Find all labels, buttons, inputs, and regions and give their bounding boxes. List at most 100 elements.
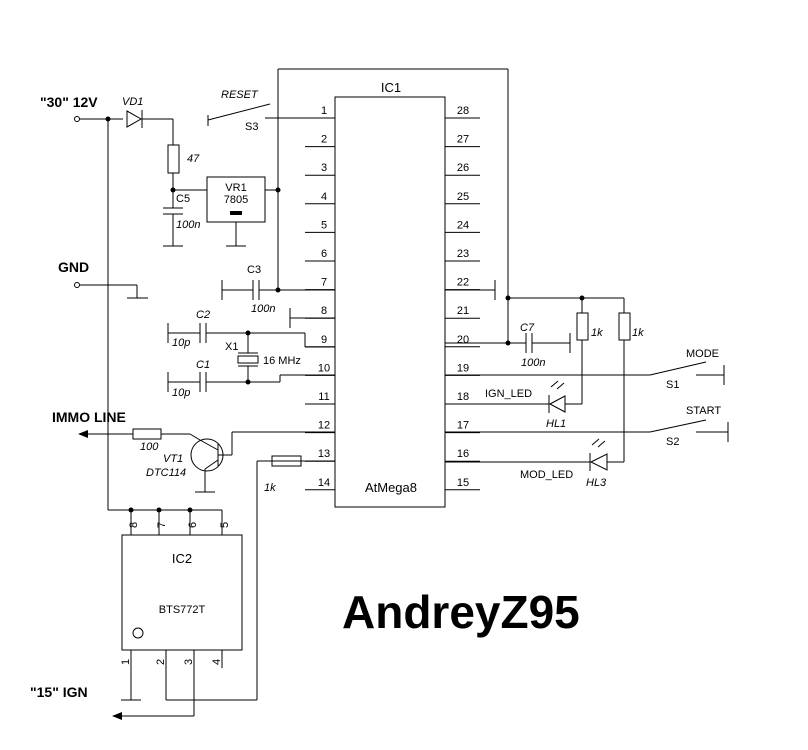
net-30-terminal: [74, 116, 80, 122]
ic1-pin-number: 18: [457, 391, 469, 403]
ic1-pin-number: 26: [457, 162, 469, 174]
r1k-2-label: 1k: [632, 327, 644, 339]
gnd-input-section: GND: [58, 259, 148, 299]
ic1-pin-number: 1: [321, 105, 327, 117]
vr1-value: 7805: [224, 194, 248, 206]
x1-label: X1: [225, 341, 238, 353]
net-30-label: "30" 12V: [40, 94, 98, 110]
ic1-pin-number: 23: [457, 248, 469, 260]
x1-value: 16 MHz: [263, 355, 301, 367]
ic1-pin-number: 27: [457, 134, 469, 146]
ic2-pin-number: 2: [155, 659, 167, 665]
power-input-section: "30" 12V VD1 47 C5 100n VR1 7805: [40, 94, 281, 247]
resistor-1k-2: [618, 312, 631, 341]
r1k-1-label: 1k: [591, 327, 603, 339]
resistor-100: [132, 428, 162, 440]
ic1-pin-number: 12: [318, 420, 330, 432]
diode-vd1: [126, 110, 143, 128]
ic1-pin-number: 16: [457, 448, 469, 460]
ic1-pin-number: 11: [318, 391, 329, 403]
c2-value: 10p: [172, 337, 190, 349]
c5-value: 100n: [176, 219, 200, 231]
ic1-pin-number: 6: [321, 248, 327, 260]
c2-label: C2: [196, 309, 210, 321]
gnd-terminal: [74, 282, 80, 288]
mod-led-label: MOD_LED: [520, 469, 573, 481]
c1-label: C1: [196, 359, 210, 371]
ic1-pin-number: 10: [318, 362, 330, 374]
c3-label: C3: [247, 264, 261, 276]
c1-value: 10p: [172, 387, 190, 399]
ign-led-label: IGN_LED: [485, 388, 532, 400]
ic2-pin-number: 5: [219, 522, 231, 528]
ic2-part: BTS772T: [159, 604, 206, 616]
switch-s1-contact: [649, 361, 707, 376]
hl3-label: HL3: [586, 477, 607, 489]
immo-line-section: IMMO LINE 100 VT1 DTC114: [52, 409, 335, 493]
ic1-part: AtMega8: [365, 480, 417, 495]
ic1-pin-number: 9: [321, 334, 327, 346]
switch-s3-contact: [207, 103, 271, 121]
ic1-pin-number: 5: [321, 219, 327, 231]
ic1-pin-number: 20: [457, 334, 469, 346]
ic1-pin-number: 8: [321, 305, 327, 317]
crystal-oscillator-section: C2 10p X1 16 MHz C1 10p: [167, 309, 335, 399]
pin1-marker: [132, 627, 144, 639]
capacitor-c3-section: C3 100n: [221, 264, 335, 328]
watermark-text: AndreyZ95: [342, 586, 580, 638]
led-hl1: [548, 395, 566, 413]
ic1-pin-number: 7: [321, 277, 327, 289]
ic2-pin-number: 4: [211, 659, 223, 665]
ign15-label: "15" IGN: [30, 684, 88, 700]
ic1-body: [334, 96, 446, 508]
immo-label: IMMO LINE: [52, 409, 126, 425]
ic2-body: [121, 534, 243, 651]
switch-s2-contact: [649, 419, 707, 433]
ic2-ref: IC2: [172, 551, 192, 566]
ic1-pin-number: 15: [457, 477, 469, 489]
c5-label: C5: [176, 193, 190, 205]
ic1-pin-number: 24: [457, 219, 469, 231]
gnd-label: GND: [58, 259, 89, 275]
ic1-pin-number: 28: [457, 105, 469, 117]
c7-label: C7: [520, 322, 535, 334]
r1k-b-label: 1k: [264, 482, 276, 494]
ic2-pins: 8 7 6 5 1 2 3 4: [120, 510, 231, 665]
resistor-1k-pin13: 1k: [256, 455, 335, 700]
start-label: START: [686, 405, 721, 417]
ic2-pin-number: 1: [120, 659, 132, 665]
ic2-chip: IC2 BTS772T 8 7 6 5 1 2 3 4 "15" IGN: [30, 119, 257, 720]
ic1-pin-number: 25: [457, 191, 469, 203]
ic1-pin-number: 17: [457, 420, 469, 432]
vt1-value: DTC114: [146, 467, 186, 479]
resistor-1k-1: [576, 312, 589, 341]
vd1-label: VD1: [122, 96, 143, 108]
ic1-pin-number: 19: [457, 362, 469, 374]
ic2-pin-number: 7: [156, 522, 168, 528]
ic1-pin-number: 13: [318, 448, 330, 460]
ic1-pin-number: 22: [457, 277, 469, 289]
c3-value: 100n: [251, 303, 275, 315]
vt1-label: VT1: [163, 453, 183, 465]
r47-label: 47: [187, 153, 200, 165]
ic1-pin-number: 2: [321, 134, 327, 146]
ic1-pin-number: 14: [318, 477, 330, 489]
ic1-ref: IC1: [381, 80, 401, 95]
crystal-x1: [237, 355, 259, 364]
arrow-left-icon: [112, 712, 122, 720]
s2-label: S2: [666, 436, 679, 448]
c7-value: 100n: [521, 357, 545, 369]
led-hl3: [589, 453, 608, 471]
s3-label: S3: [245, 121, 258, 133]
ic2-pin-number: 6: [187, 522, 199, 528]
r100-label: 100: [140, 441, 159, 453]
ic1-pin-number: 3: [321, 162, 327, 174]
s1-label: S1: [666, 379, 679, 391]
hl1-label: HL1: [546, 418, 566, 430]
ic2-pin-number: 8: [128, 522, 140, 528]
ic2-pin-number: 3: [183, 659, 195, 665]
ic1-pin-number: 4: [321, 191, 327, 203]
